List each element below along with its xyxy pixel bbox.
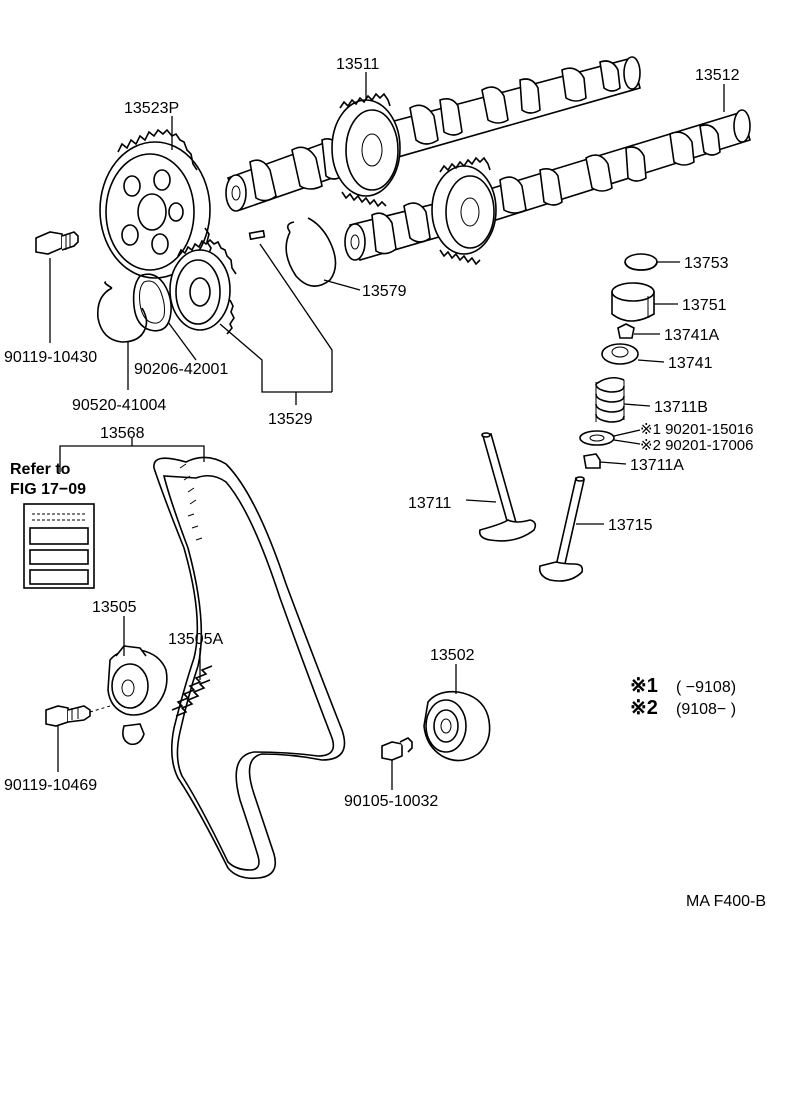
legend-mark-1: ※1 [630, 675, 658, 697]
leader-13711 [465, 499, 497, 503]
label-90201-17006: ※2 90201-17006 [640, 437, 754, 454]
legend-range-2: (9108− ) [676, 701, 736, 718]
label-13523P: 13523P [124, 100, 179, 117]
label-90201-15016: ※1 90201-15016 [640, 421, 754, 438]
leader-13711B [623, 403, 651, 407]
exhaust-valve-13715[interactable] [538, 476, 585, 582]
timing-belt-13568[interactable] [153, 456, 346, 880]
label-13579: 13579 [362, 283, 407, 300]
label-13511: 13511 [336, 56, 379, 73]
valve-stem-seal-13711A[interactable] [583, 453, 601, 469]
leader-90206-42001 [167, 321, 197, 361]
spring-retainer-13741[interactable] [601, 343, 639, 365]
bolt-90119-10430[interactable] [35, 231, 79, 255]
label-13568: 13568 [100, 425, 145, 442]
valve-spring-13711B[interactable] [595, 376, 625, 423]
figure-code: MA F400-B [686, 893, 766, 910]
intake-valve-13711[interactable] [478, 432, 537, 542]
label-13512: 13512 [695, 67, 740, 84]
label-13529: 13529 [268, 411, 313, 428]
camshaft-13512[interactable] [344, 109, 751, 266]
label-90119-10430: 90119-10430 [4, 349, 97, 366]
label-13505A: 13505A [168, 631, 223, 648]
legend-range-1: ( −9108) [676, 679, 736, 696]
label-13753: 13753 [684, 255, 729, 272]
refer-fig-text: FIG 17−09 [10, 481, 86, 498]
gasket-90206-42001[interactable] [132, 273, 172, 332]
legend-mark-2: ※2 [630, 697, 658, 719]
leader-13529-right [259, 243, 333, 392]
label-90206-42001: 90206-42001 [134, 361, 228, 378]
label-13711: 13711 [408, 495, 451, 512]
shim-13753[interactable] [624, 253, 658, 271]
leader-90201-17006 [613, 439, 641, 445]
knock-pin[interactable] [248, 229, 266, 241]
label-13741A: 13741A [664, 327, 719, 344]
bolt-axis-dashed [89, 705, 111, 713]
valve-keeper-13741A[interactable] [617, 323, 635, 339]
leader-13579 [323, 279, 361, 291]
leader-13741 [637, 359, 665, 363]
label-13502: 13502 [430, 647, 475, 664]
camshaft-13511[interactable] [225, 56, 641, 212]
refer-to-text: Refer to [10, 461, 71, 478]
camshaft-timing-pulley-13523P[interactable] [99, 128, 212, 283]
leader-13568 [59, 445, 205, 472]
label-90520-41004: 90520-41004 [72, 397, 166, 414]
label-13505: 13505 [92, 599, 137, 616]
label-13711B: 13711B [654, 399, 708, 416]
bolt-90105-10032[interactable] [381, 737, 413, 761]
refer-to-figure-box[interactable] [23, 503, 95, 589]
leader-13529-left [219, 323, 332, 393]
label-90119-10469: 90119-10469 [4, 777, 97, 794]
spring-seat-90201[interactable] [579, 430, 615, 446]
label-13715: 13715 [608, 517, 653, 534]
idler-pulley-13502[interactable] [423, 690, 491, 762]
snap-ring-13579[interactable] [285, 217, 337, 287]
bolt-90119-10469[interactable] [45, 705, 91, 727]
label-13751: 13751 [682, 297, 727, 314]
label-13741: 13741 [668, 355, 713, 372]
timing-belt-idler-13505[interactable] [107, 645, 168, 746]
label-13711A: 13711A [630, 457, 684, 474]
leader-13711A [599, 461, 627, 465]
camshaft-timing-gear-13529[interactable] [169, 238, 237, 335]
valve-lifter-13751[interactable] [611, 282, 655, 322]
leader-90201-15016 [613, 429, 641, 437]
tension-spring-13505A[interactable] [171, 665, 213, 717]
snap-ring-90520-41004[interactable] [96, 281, 148, 343]
label-90105-10032: 90105-10032 [344, 793, 438, 810]
